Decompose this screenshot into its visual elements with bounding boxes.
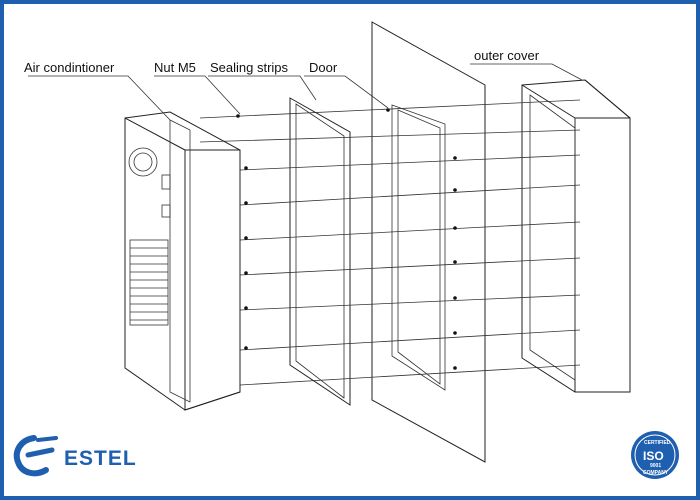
badge-standard-text: 9001 bbox=[650, 463, 661, 469]
leader-lines bbox=[28, 63, 583, 121]
iso-certification-badge: CERTIFIED ISO 9001 COMPANY bbox=[631, 431, 679, 479]
label-outer-cover: outer cover bbox=[474, 48, 540, 63]
badge-top-text: CERTIFIED bbox=[644, 440, 671, 446]
estel-logo-icon bbox=[13, 435, 58, 477]
badge-iso-text: ISO bbox=[643, 449, 664, 463]
bolt-lines bbox=[199, 99, 581, 386]
vent-grille bbox=[129, 239, 169, 326]
badge-bottom-text: COMPANY bbox=[643, 470, 669, 476]
label-door: Door bbox=[309, 60, 338, 75]
door-panel bbox=[371, 21, 486, 463]
label-air-conditioner: Air condintioner bbox=[24, 60, 115, 75]
label-sealing-strips: Sealing strips bbox=[210, 60, 289, 75]
sealing-strips bbox=[289, 97, 351, 406]
nut-markers bbox=[236, 108, 457, 370]
brand-name: ESTEL bbox=[64, 447, 137, 470]
estel-logo: ESTEL bbox=[13, 435, 137, 477]
label-nut: Nut M5 bbox=[154, 60, 196, 75]
outer-cover bbox=[521, 79, 631, 393]
air-conditioner-unit bbox=[124, 111, 241, 411]
